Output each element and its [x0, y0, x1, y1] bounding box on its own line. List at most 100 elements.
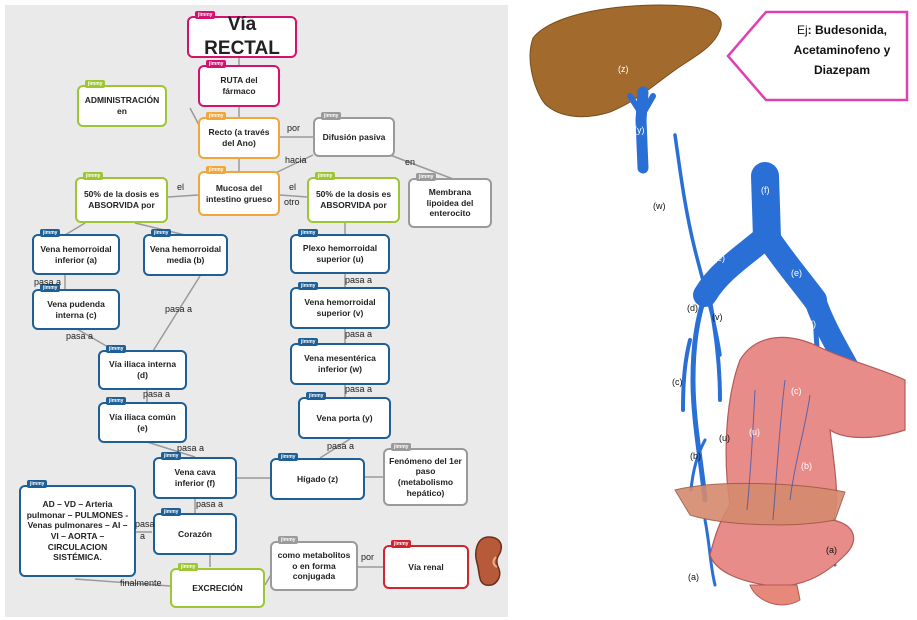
node-text: Vena mesentérica inferior (w) — [304, 353, 376, 374]
link-label: pasa — [135, 519, 155, 529]
node-tag: jimmy — [27, 480, 48, 488]
node-tag: jimmy — [106, 397, 127, 405]
link-label: en — [405, 157, 416, 167]
node-tag: jimmy — [391, 540, 412, 548]
node-text: Recto (a través del Ano) — [208, 127, 270, 148]
node-via-renal: jimmy Vía renal — [383, 540, 469, 589]
example-drugs: : Budesonida, Acetaminofeno y Diazepam — [793, 23, 891, 77]
node-excrecion: jimmy EXCRECIÓN — [170, 563, 265, 608]
node-tag: jimmy — [306, 392, 327, 400]
node-text: Vía renal — [408, 561, 444, 572]
concept-map: jimmy Vía RECTAL jimmy RUTA del fármaco … — [5, 5, 508, 617]
node-tag: jimmy — [278, 453, 299, 461]
node-tag: jimmy — [106, 345, 127, 353]
link-label: por — [287, 123, 301, 133]
label-a-right: (a) — [826, 545, 837, 555]
node-corazon: jimmy Corazón — [153, 508, 237, 555]
node-tag: jimmy — [206, 60, 227, 68]
node-text: Vena hemorroidal superior (v) — [304, 297, 376, 318]
node-metabolitos: jimmy como metabolitos o en forma conjug… — [270, 536, 358, 591]
link-label: por — [361, 552, 375, 562]
node-text: EXCRECIÓN — [192, 582, 243, 593]
label-d-left: (d) — [687, 303, 698, 313]
node-text: 50% de la dosis es ABSORVIDA por — [83, 189, 160, 210]
node-text: Vía iliaca común (e) — [109, 411, 176, 433]
node-vena-hemorroidal-inferior: jimmy Vena hemorroidal inferior (a) — [32, 229, 120, 275]
label-c-left: (c) — [672, 377, 683, 387]
node-vena-mesenterica: jimmy Vena mesentérica inferior (w) — [290, 338, 390, 385]
label-b-right: (b) — [801, 461, 812, 471]
node-text: Hígado (z) — [296, 473, 339, 484]
node-tag: jimmy — [278, 536, 299, 544]
node-text: Vena porta (y) — [316, 412, 373, 423]
node-text: AD – VD – Arteria pulmonar – PULMONES - … — [26, 499, 129, 563]
label-y: (y) — [634, 125, 645, 135]
node-via-iliaca-interna: jimmy Vía iliaca interna (d) — [98, 345, 187, 390]
node-membrana-lipoidea: jimmy Membrana lipoidea del enterocito — [408, 173, 492, 228]
node-text: Vía RECTAL — [204, 14, 280, 59]
label-d-right: (d) — [805, 319, 816, 329]
kidney-icon — [475, 536, 502, 586]
link-label: pasa a — [165, 304, 193, 314]
node-tag: jimmy — [206, 112, 227, 120]
node-mucosa-intestino: jimmy Mucosa del intestino grueso — [198, 166, 280, 216]
label-u-left: (u) — [719, 433, 730, 443]
label-u-right: (u) — [749, 427, 760, 437]
node-recto: jimmy Recto (a través del Ano) — [198, 112, 280, 159]
link-label: el — [289, 182, 297, 192]
link-label: pasa a — [177, 443, 205, 453]
node-fenomeno-primer-paso: jimmy Fenómeno del 1er paso (metabolismo… — [383, 443, 468, 506]
node-text: Vía iliaca interna (d) — [108, 359, 177, 380]
node-tag: jimmy — [85, 80, 106, 88]
liver-shape — [529, 4, 722, 118]
node-via-iliaca-comun: jimmy Vía iliaca común (e) — [98, 397, 187, 443]
link-label: pasa a — [66, 331, 94, 341]
node-text: Vena hemorroidal media (b) — [149, 244, 222, 265]
node-tag: jimmy — [40, 284, 61, 292]
link-label: pasa a — [345, 384, 373, 394]
node-text: Vena pudenda interna (c) — [47, 298, 105, 320]
node-text: Vena cava inferior (f) — [174, 467, 216, 488]
label-b-left: (b) — [690, 451, 701, 461]
node-absorvida-right: jimmy 50% de la dosis es ABSORVIDA por — [307, 172, 400, 223]
link-label: pasa a — [345, 329, 373, 339]
node-text: como metabolitos o en forma conjugada — [277, 550, 351, 582]
node-tag: jimmy — [298, 282, 319, 290]
node-text: Mucosa del intestino grueso — [205, 182, 273, 204]
link-label: a — [140, 531, 146, 541]
node-vena-porta: jimmy Vena porta (y) — [298, 392, 391, 439]
node-tag: jimmy — [416, 173, 437, 181]
link-label: hacia — [285, 155, 307, 165]
node-vena-cava-inferior: jimmy Vena cava inferior (f) — [153, 452, 237, 499]
node-vena-pudenda: jimmy Vena pudenda interna (c) — [32, 284, 120, 330]
link-label: pasa a — [327, 441, 355, 451]
node-text: RUTA del fármaco — [220, 75, 258, 96]
node-text: Membrana lipoidea del enterocito — [426, 187, 474, 219]
node-administracion: jimmy ADMINISTRACIÓN en — [77, 80, 167, 127]
node-tag: jimmy — [83, 172, 104, 180]
node-text: Fenómeno del 1er paso (metabolismo hepát… — [389, 455, 462, 498]
example-text: Ej: Budesonida, Acetaminofeno y Diazepam — [778, 20, 906, 80]
link-label: pasa a — [196, 499, 224, 509]
link-label: otro — [284, 197, 300, 207]
label-c-right: (c) — [791, 386, 802, 396]
example-ej: Ej — [796, 23, 808, 37]
node-text: 50% de la dosis es ABSORVIDA por — [315, 189, 392, 210]
label-f: (f) — [761, 185, 770, 195]
node-plexo-hemorroidal: jimmy Plexo hemorroidal superior (u) — [290, 229, 390, 274]
label-e-right: (e) — [791, 268, 802, 278]
node-vena-hemorroidal-superior: jimmy Vena hemorroidal superior (v) — [290, 282, 390, 329]
link-label: finalmente — [120, 578, 162, 588]
example-callout: Ej: Budesonida, Acetaminofeno y Diazepam — [726, 10, 909, 102]
node-tag: jimmy — [161, 452, 182, 460]
callout-shape — [726, 10, 909, 102]
node-ruta-farmaco: jimmy RUTA del fármaco — [198, 60, 280, 107]
node-tag: jimmy — [40, 229, 61, 237]
node-tag: jimmy — [315, 172, 336, 180]
node-higado: jimmy Hígado (z) — [270, 453, 365, 500]
node-tag: jimmy — [321, 112, 342, 120]
node-circulacion-sistemica: jimmy AD – VD – Arteria pulmonar – PULMO… — [19, 480, 136, 577]
link-label: pasa a — [345, 275, 373, 285]
node-text: Plexo hemorroidal superior (u) — [302, 243, 378, 264]
node-tag: jimmy — [161, 508, 182, 516]
